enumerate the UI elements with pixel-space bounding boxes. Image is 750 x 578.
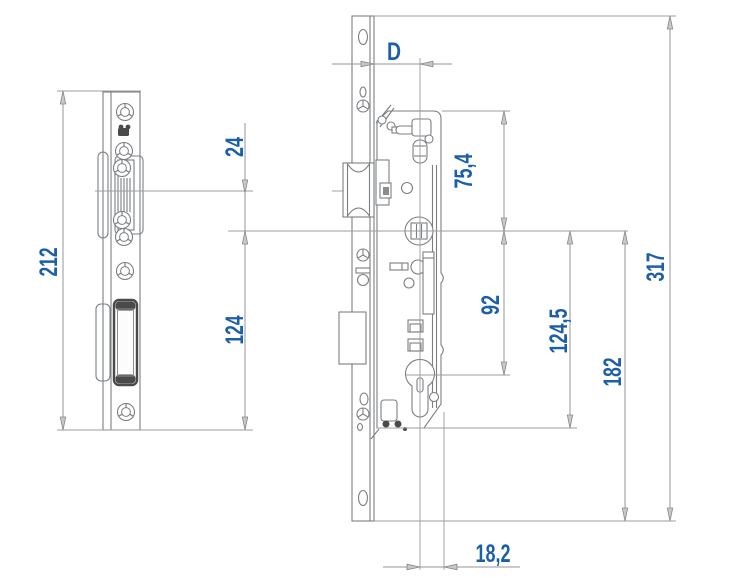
dimension-lines xyxy=(59,15,674,571)
dim-label-D: D xyxy=(387,38,401,66)
dim-label-212: 212 xyxy=(35,248,63,277)
faceplate-screw-icon xyxy=(356,407,370,421)
keeper-screw-icon xyxy=(114,227,134,247)
dim-label-75-4: 75,4 xyxy=(450,153,478,188)
follower-hub xyxy=(404,216,434,246)
dim-label-124-5: 124,5 xyxy=(545,308,573,353)
latch-assembly xyxy=(375,104,434,164)
keeper-latch-pocket xyxy=(95,298,139,387)
dim-label-182: 182 xyxy=(599,358,627,387)
mortise-lock-body xyxy=(338,15,444,522)
faceplate-screw-hole xyxy=(357,489,369,507)
keeper-screw-icon xyxy=(115,261,135,281)
roller-bolt xyxy=(342,162,375,218)
dimension-labels: 212 24 124 D 75,4 92 124,5 182 317 18,2 xyxy=(35,38,670,568)
faceplate-screw-hole xyxy=(357,28,369,46)
slide-bar xyxy=(389,262,409,271)
dim-label-124: 124 xyxy=(221,315,249,344)
faceplate-screw-icon xyxy=(356,99,370,113)
lock-case xyxy=(376,110,444,429)
keeper-screw-icon xyxy=(114,141,134,161)
keeper-screw-icon xyxy=(112,210,132,230)
extension-lines xyxy=(57,15,676,570)
deadbolt xyxy=(338,311,367,365)
dim-label-92: 92 xyxy=(477,295,505,315)
strike-keeper-plate xyxy=(95,91,144,431)
gear-clip xyxy=(407,319,424,333)
keeper-screw-icon xyxy=(112,158,132,178)
keeper-clip-icon xyxy=(118,124,131,136)
faceplate-screw-icon xyxy=(356,248,370,262)
dim-label-24: 24 xyxy=(221,137,249,157)
dim-label-18-2: 18,2 xyxy=(476,540,511,568)
latch-head xyxy=(411,118,432,137)
drive-slot xyxy=(422,251,435,315)
cam-pin xyxy=(355,267,371,287)
spring-clip xyxy=(379,182,392,199)
keeper-screw-icon xyxy=(115,102,135,122)
keeper-screw-icon xyxy=(116,402,136,422)
dim-label-317: 317 xyxy=(642,253,670,282)
gear-clip xyxy=(407,338,424,352)
